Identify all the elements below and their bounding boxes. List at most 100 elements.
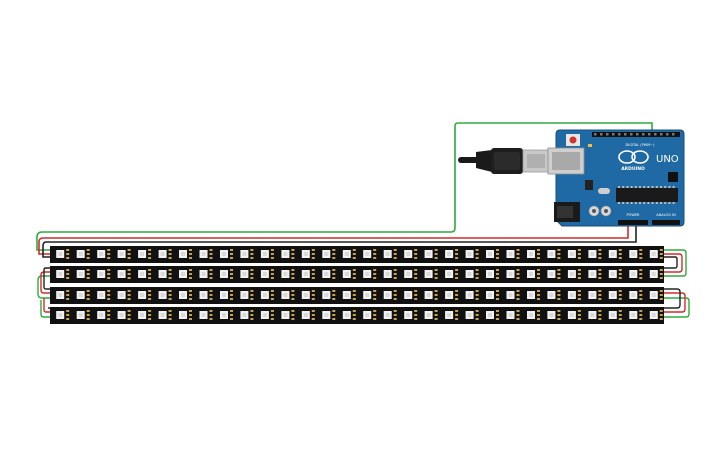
solder-pad (414, 298, 418, 300)
solder-pad (250, 269, 254, 271)
solder-pad (127, 269, 131, 271)
solder-pad (230, 253, 233, 255)
solder-pad (107, 277, 111, 279)
led-core (201, 272, 206, 276)
solder-pad (107, 249, 111, 251)
header-pin[interactable] (612, 133, 615, 136)
led-core (324, 272, 329, 276)
solder-pad (189, 257, 192, 259)
solder-pad (148, 294, 152, 296)
led-core (631, 272, 636, 276)
solder-pad (598, 314, 602, 316)
led-strip-1[interactable] (50, 246, 664, 263)
solder-pad (577, 249, 581, 251)
header-pin[interactable] (666, 133, 669, 136)
solder-pad (209, 298, 213, 300)
header-pin[interactable] (630, 133, 633, 136)
solder-pad (598, 294, 602, 296)
solder-pad (209, 294, 213, 296)
led-strip-4[interactable] (50, 307, 664, 324)
chip-leg (626, 202, 629, 204)
solder-pad (291, 314, 295, 316)
board-model: UNO (656, 154, 679, 165)
solder-pad (516, 249, 520, 251)
solder-pad (455, 290, 459, 292)
ground-wire[interactable] (42, 222, 637, 258)
header-pin[interactable] (636, 133, 639, 136)
solder-pad (434, 318, 438, 320)
solder-pad (107, 298, 111, 300)
solder-pad (639, 294, 643, 296)
solder-pad (250, 253, 254, 255)
chip-leg (622, 202, 625, 204)
solder-pad (148, 314, 152, 316)
solder-pad (557, 318, 561, 320)
solder-pad (414, 290, 418, 292)
led-core (324, 252, 329, 256)
led-core (610, 293, 615, 297)
solder-pad (496, 310, 499, 312)
solder-pad (127, 249, 131, 251)
header-pin[interactable] (594, 133, 597, 136)
led-core (201, 252, 206, 256)
chip-leg (639, 186, 641, 188)
solder-pad (577, 253, 581, 255)
solder-pad (230, 277, 233, 279)
solder-pad (475, 257, 479, 259)
usb-cable[interactable] (458, 148, 550, 174)
solder-pad (230, 257, 233, 259)
header-pin[interactable] (660, 133, 663, 136)
header-pin[interactable] (648, 133, 651, 136)
solder-pad (557, 314, 561, 316)
led-strip-3[interactable] (50, 287, 664, 304)
led-core (344, 252, 349, 256)
solder-pad (639, 253, 643, 255)
solder-pad (475, 310, 479, 312)
chip-leg (651, 186, 654, 188)
solder-pad (598, 318, 602, 320)
chip-leg (660, 202, 662, 204)
solder-pad (168, 314, 172, 316)
status-led (588, 144, 592, 147)
led-core (447, 272, 452, 276)
header-pin[interactable] (654, 133, 657, 136)
header-pin[interactable] (600, 133, 603, 136)
led-core (78, 252, 83, 256)
chip-leg (651, 202, 654, 204)
power-wire[interactable] (38, 222, 629, 255)
solder-pad (455, 257, 459, 259)
solder-pad (86, 273, 90, 275)
header-pin[interactable] (624, 133, 627, 136)
solder-pad (332, 249, 336, 251)
solder-pad (373, 318, 377, 320)
header-pin[interactable] (642, 133, 645, 136)
solder-pad (639, 269, 643, 271)
data-wire[interactable] (36, 122, 653, 251)
solder-pad (516, 269, 520, 271)
solder-pad (270, 310, 274, 312)
solder-pad (455, 294, 459, 296)
solder-pad (209, 277, 213, 279)
led-strip-2[interactable] (50, 266, 664, 283)
led-core (529, 313, 533, 317)
arduino-uno-board[interactable]: DIGITAL (PWM~) ARDUINO UNO POWER ANALOG … (547, 129, 685, 227)
solder-pad (373, 277, 377, 279)
led-core (569, 272, 574, 276)
solder-pad (496, 249, 499, 251)
jumper-right-2-red (664, 292, 686, 313)
solder-pad (393, 257, 397, 259)
led-core (406, 272, 411, 276)
solder-pad (373, 253, 377, 255)
analog-header (652, 220, 680, 225)
header-pin[interactable] (606, 133, 609, 136)
chip-leg (639, 202, 641, 204)
header-pin[interactable] (618, 133, 621, 136)
chip-leg (655, 202, 658, 204)
solder-pad (414, 253, 418, 255)
header-pin[interactable] (672, 133, 675, 136)
solder-pad (618, 253, 622, 255)
solder-pad (455, 318, 459, 320)
led-core (119, 313, 124, 317)
solder-pad (352, 314, 356, 316)
led-core (590, 293, 595, 297)
